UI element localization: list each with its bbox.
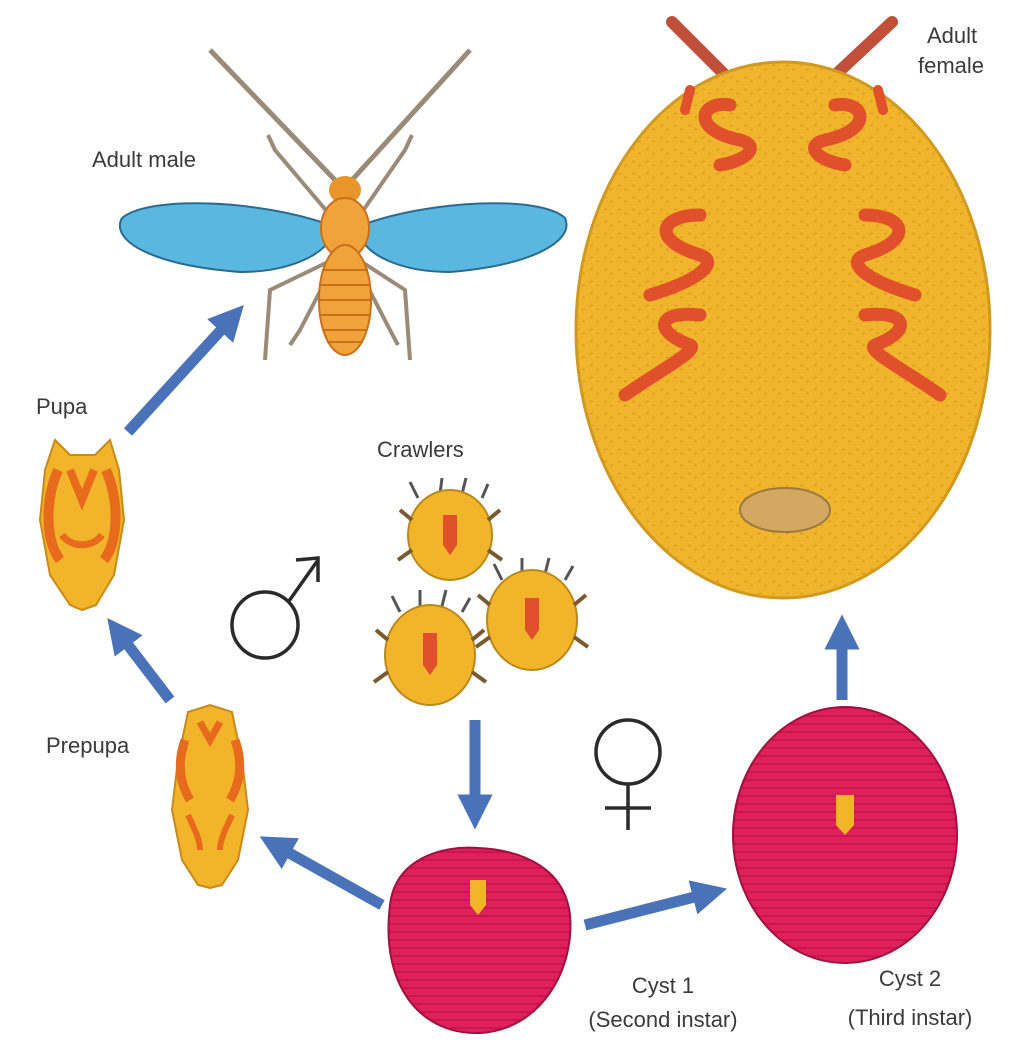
label-prepupa: Prepupa	[46, 732, 129, 760]
arrow-prepupa-to-pupa	[118, 632, 170, 700]
label-crawlers: Crawlers	[377, 436, 464, 464]
label-cyst1-line1: Cyst 1	[604, 972, 722, 1000]
adult-male-insect	[120, 50, 567, 360]
arrow-pupa-to-adult-male	[128, 318, 232, 432]
cyst-2	[733, 707, 957, 963]
label-cyst2-line2: (Third instar)	[812, 1004, 1008, 1032]
pupa-insect	[40, 440, 124, 610]
crawler	[398, 478, 502, 580]
male-symbol-icon	[232, 558, 318, 658]
crawler	[476, 558, 588, 670]
female-symbol-icon	[596, 720, 660, 830]
crawler	[374, 590, 486, 705]
label-pupa: Pupa	[36, 393, 87, 421]
label-adult-male: Adult male	[92, 146, 196, 174]
label-cyst2-line1: Cyst 2	[852, 965, 968, 993]
label-adult-female-line2: female	[918, 52, 984, 80]
crawlers-group	[374, 478, 588, 705]
label-cyst1-line2: (Second instar)	[535, 1006, 791, 1034]
arrow-cyst1-to-prepupa	[275, 845, 382, 905]
arrow-cyst1-to-cyst2	[585, 893, 710, 925]
prepupa-insect	[172, 705, 248, 888]
adult-female-insect	[576, 22, 990, 598]
label-adult-female-line1: Adult	[927, 22, 977, 50]
